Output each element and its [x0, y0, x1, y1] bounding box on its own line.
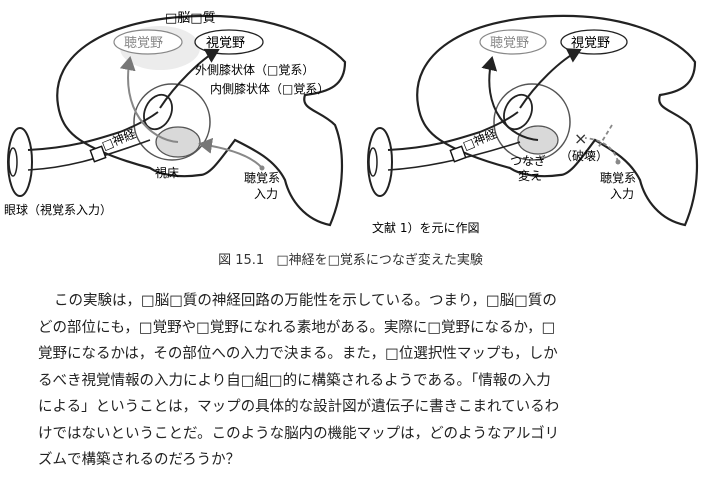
destroyed-input-path [584, 137, 619, 163]
visual-area-oval-right [560, 29, 628, 55]
auditory-input-label-2: 入力 [254, 187, 278, 201]
body-paragraph: この実験は，□脳□質の神経回路の万能性を示している。つまり，□脳□質の どの部位… [38, 288, 678, 474]
caption-number: 図 15.1 [218, 253, 265, 268]
left-diagram: □脳□質 聴覚野 視覚野 外側膝状体（□覚系） 内側膝状体（□覚系） □神経 視… [4, 11, 347, 227]
visual-area-label-right: 視覚野 [571, 36, 610, 51]
figure-caption: 図 15.1 □神経を□覚系につなぎ変えた実験 [0, 249, 701, 268]
auditory-area-label: 聴覚野 [124, 36, 163, 51]
thalamus-circle [133, 83, 211, 161]
auditory-area-oval-right [479, 29, 547, 55]
right-diagram: × 聴覚野 視覚野 □神経 つなぎ 変え （破壊） 聴覚系 入力 文献 1）を元… [367, 14, 699, 235]
optic-nerve [27, 111, 159, 151]
paragraph-line: るべき視覚情報の入力により自□組□的に構築されるようである。「情報の入力 [38, 372, 551, 389]
paragraph-line: けではないということだ。このような脳内の機能マップは，どのようなアルゴリ [38, 425, 560, 442]
paragraph-line: による」ということは，マップの具体的な設計図が遺伝子に書きこまれているわ [38, 399, 560, 415]
lgn-ellipse [143, 93, 173, 131]
paragraph-line: どの部位にも，□覚野や□覚野になれる素地がある。実際に□覚野になるか，□ [38, 319, 556, 336]
paragraph-line: ズムで構築されるのだろうか？ [38, 452, 241, 468]
auditory-area-oval [113, 29, 183, 55]
nerve-label-right: □神経 [461, 127, 499, 153]
visual-area-oval [194, 29, 264, 55]
figure-brain-diagram: □脳□質 聴覚野 視覚野 外側膝状体（□覚系） 内側膝状体（□覚系） □神経 視… [4, 11, 699, 235]
nerve-label: □神経 [100, 127, 138, 153]
thalamus-circle-right [493, 83, 571, 161]
destroy-x-icon: × [574, 129, 587, 148]
visual-pathway-arrow [159, 48, 220, 109]
auditory-input-label-right-2: 入力 [610, 187, 634, 201]
caption-text: □神経を□覚系につなぎ変えた実験 [276, 253, 483, 268]
rewire-label-2: 変え [518, 168, 542, 183]
eyeball [7, 127, 33, 197]
thalamus-label: 視床 [155, 165, 179, 180]
cortex-title: □脳□質 [165, 11, 216, 26]
auditory-pathway-arrow [119, 56, 179, 143]
brain-outline-right [416, 14, 699, 227]
source-note: 文献 1）を元に作図 [372, 220, 479, 235]
mgn-label: 内側膝状体（□覚系） [210, 82, 329, 96]
paragraph-line: この実験は，□脳□質の神経回路の万能性を示している。つまり，□脳□質の [54, 293, 557, 309]
auditory-input-label-right-1: 聴覚系 [600, 171, 636, 185]
paragraph-line: 覚野になるかは，その部位への入力で決まる。また，□位選択性マップも，しか [38, 346, 558, 362]
lgn-label: 外側膝状体（□覚系） [195, 63, 314, 77]
rewire-label-1: つなぎ [510, 154, 546, 168]
visual-area-label: 視覚野 [206, 36, 245, 51]
eyeball-label: 眼球（視覚系入力） [4, 202, 112, 217]
brain-outline [56, 14, 347, 227]
auditory-area-label-right: 聴覚野 [490, 36, 529, 51]
eyeball-right [367, 127, 393, 197]
destroy-label: （破壊） [560, 148, 608, 163]
auditory-input-arrow [198, 137, 263, 169]
auditory-input-label-1: 聴覚系 [244, 171, 280, 185]
